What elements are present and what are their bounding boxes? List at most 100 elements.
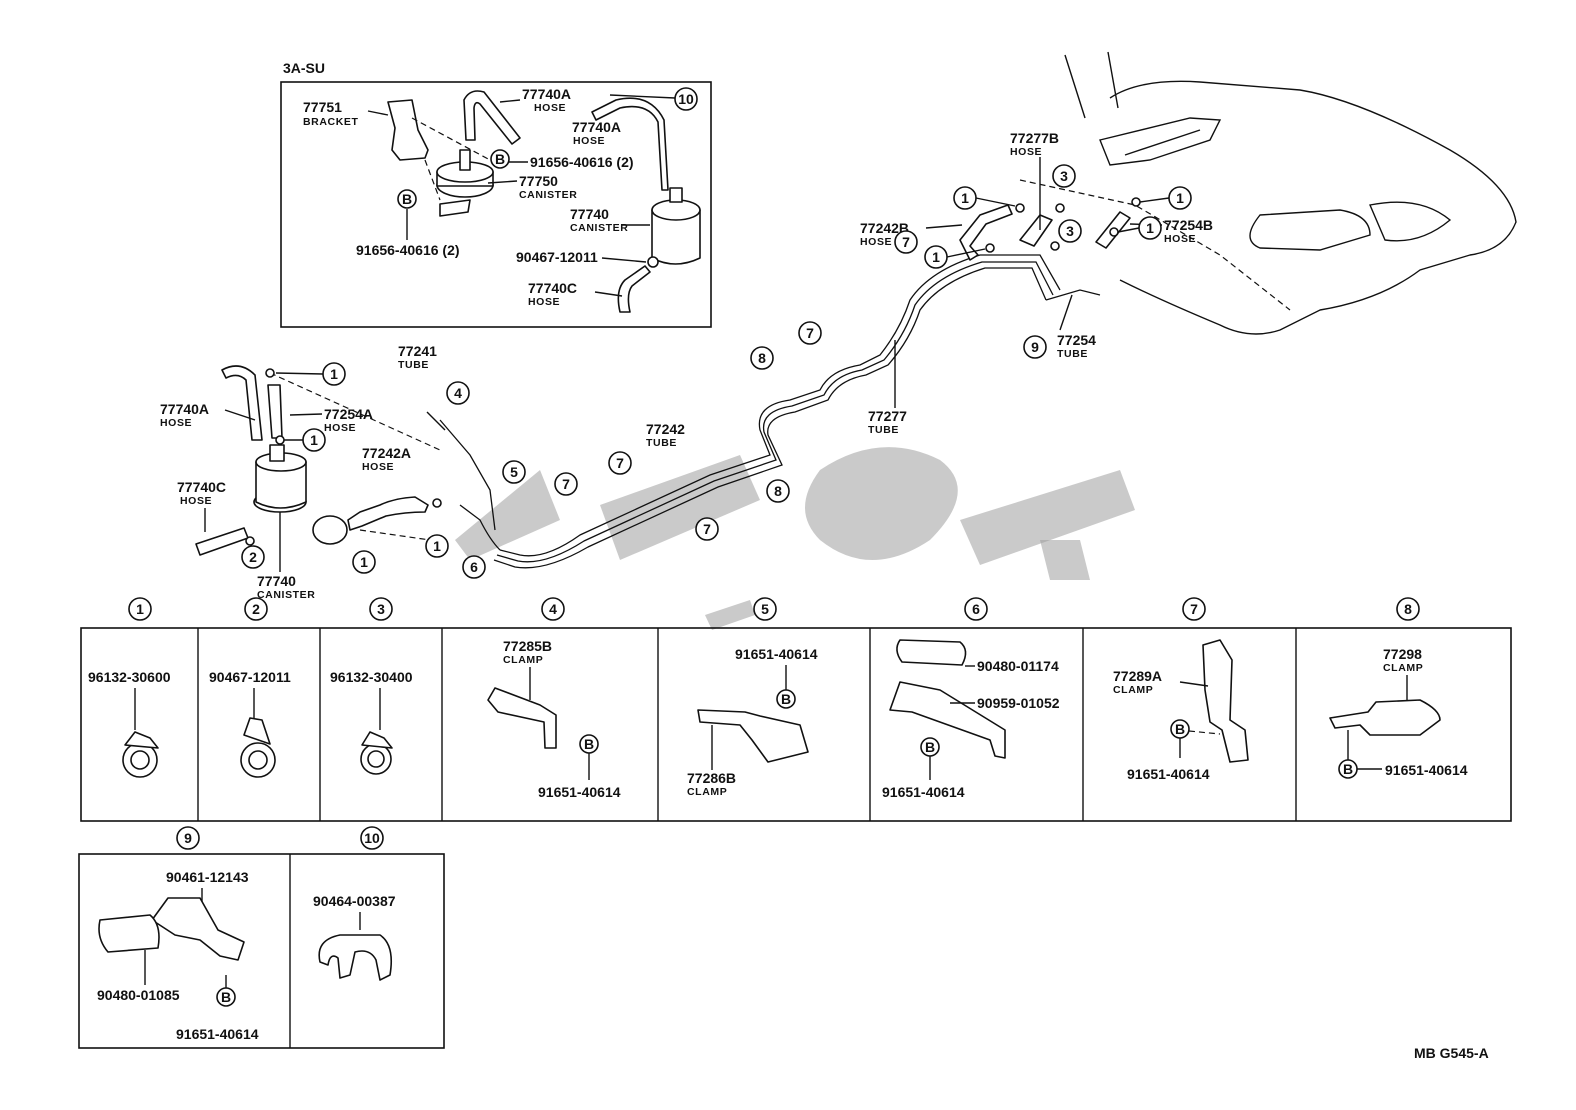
callout-7-icon: 7 — [695, 517, 719, 541]
svg-text:7: 7 — [562, 476, 570, 492]
callout-1-icon: 1 — [128, 597, 152, 621]
svg-text:TUBE: TUBE — [646, 437, 677, 449]
callout-3-icon: 3 — [1058, 219, 1082, 243]
inset-frame — [280, 81, 712, 328]
svg-text:B: B — [1175, 721, 1185, 737]
callout-4-icon: 4 — [541, 597, 565, 621]
svg-text:90464-00387: 90464-00387 — [313, 893, 396, 909]
svg-text:CANISTER: CANISTER — [570, 222, 628, 234]
main-diagram: 77740A HOSE 77254A HOSE 77740C HOSE 7774… — [160, 51, 1517, 601]
watermark-logo — [455, 447, 1135, 630]
svg-text:77277: 77277 — [868, 408, 907, 424]
svg-text:TUBE: TUBE — [1057, 348, 1088, 360]
callout-6-icon: 6 — [462, 555, 486, 579]
hose-part — [221, 365, 263, 441]
hose-part — [267, 384, 283, 439]
inset-3a-su: 3A-SU 77751 BRACKET 77740A HOSE 77740A H… — [280, 60, 712, 328]
callout-1-icon: 1 — [425, 534, 449, 558]
hose-part — [1019, 214, 1053, 247]
bolt-b-icon: B — [1338, 759, 1358, 779]
svg-text:77289A: 77289A — [1113, 668, 1162, 684]
svg-text:HOSE: HOSE — [860, 236, 892, 248]
svg-text:CANISTER: CANISTER — [519, 189, 577, 201]
clamp-part — [151, 897, 245, 961]
bolt-b-icon: B — [776, 689, 796, 709]
svg-text:77286B: 77286B — [687, 770, 736, 786]
bolt-b-icon: B — [216, 987, 236, 1007]
svg-text:B: B — [584, 736, 594, 752]
svg-text:HOSE: HOSE — [528, 296, 560, 308]
svg-text:96132-30600: 96132-30600 — [88, 669, 171, 685]
svg-text:7: 7 — [616, 455, 624, 471]
callout-5-icon: 5 — [753, 597, 777, 621]
svg-text:91651-40614: 91651-40614 — [882, 784, 965, 800]
svg-text:91651-40614: 91651-40614 — [735, 646, 818, 662]
svg-text:91656-40616 (2): 91656-40616 (2) — [530, 154, 634, 170]
inset-title: 3A-SU — [283, 60, 325, 76]
callout-1-icon: 1 — [302, 428, 326, 452]
svg-text:77277B: 77277B — [1010, 130, 1059, 146]
svg-text:6: 6 — [972, 601, 980, 617]
callout-1-icon: 1 — [352, 550, 376, 574]
detail-table-row-1: 1 2 3 4 5 6 7 8 96132-30600 90467-12011 … — [80, 597, 1512, 822]
svg-text:1: 1 — [932, 249, 940, 265]
svg-text:10: 10 — [678, 91, 694, 107]
clip-part — [318, 934, 393, 981]
svg-text:9: 9 — [184, 830, 192, 846]
svg-text:90480-01174: 90480-01174 — [977, 658, 1059, 674]
svg-text:77254B: 77254B — [1164, 217, 1213, 233]
bolt-b-icon: B — [579, 734, 599, 754]
hose-part — [959, 204, 1013, 261]
svg-text:7: 7 — [1190, 601, 1198, 617]
callout-8-icon: 8 — [766, 479, 790, 503]
svg-text:77740C: 77740C — [177, 479, 226, 495]
callout-5-icon: 5 — [502, 460, 526, 484]
svg-text:90959-01052: 90959-01052 — [977, 695, 1060, 711]
svg-text:3: 3 — [377, 601, 385, 617]
svg-text:90461-12143: 90461-12143 — [166, 869, 249, 885]
callout-1-icon: 1 — [1168, 186, 1192, 210]
callout-2-icon: 2 — [244, 597, 268, 621]
svg-text:5: 5 — [761, 601, 769, 617]
callout-7-icon: 7 — [554, 472, 578, 496]
svg-text:96132-30400: 96132-30400 — [330, 669, 413, 685]
callout-7-icon: 7 — [1182, 597, 1206, 621]
grommet-part — [896, 639, 967, 666]
bracket-part — [387, 99, 429, 161]
svg-text:CLAMP: CLAMP — [503, 654, 543, 666]
svg-text:7: 7 — [806, 325, 814, 341]
svg-text:10: 10 — [364, 830, 380, 846]
svg-text:77740A: 77740A — [572, 119, 621, 135]
svg-text:1: 1 — [961, 190, 969, 206]
hose-clamp-part — [360, 731, 393, 775]
hose-part — [591, 97, 669, 191]
svg-text:77740: 77740 — [257, 573, 296, 589]
svg-text:B: B — [1343, 761, 1353, 777]
svg-text:9: 9 — [1031, 339, 1039, 355]
svg-text:CLAMP: CLAMP — [687, 786, 727, 798]
fuel-tube-run — [439, 254, 1101, 569]
svg-text:77750: 77750 — [519, 173, 558, 189]
callout-2-icon: 2 — [241, 545, 265, 569]
callout-9-icon: 9 — [176, 826, 200, 850]
svg-text:HOSE: HOSE — [1010, 146, 1042, 158]
svg-text:77740A: 77740A — [522, 86, 571, 102]
hose-part — [347, 496, 429, 531]
callout-4-icon: 4 — [446, 381, 470, 405]
svg-text:TUBE: TUBE — [398, 359, 429, 371]
clamp-part — [1202, 639, 1249, 763]
svg-text:77740C: 77740C — [528, 280, 577, 296]
svg-text:B: B — [781, 691, 791, 707]
svg-text:1: 1 — [136, 601, 144, 617]
hose-part — [617, 265, 651, 313]
callout-10-icon: 10 — [360, 826, 384, 850]
svg-text:7: 7 — [703, 521, 711, 537]
callout-7-icon: 7 — [894, 230, 918, 254]
svg-text:TUBE: TUBE — [868, 424, 899, 436]
callout-3-icon: 3 — [369, 597, 393, 621]
svg-text:7: 7 — [902, 234, 910, 250]
svg-text:1: 1 — [330, 366, 338, 382]
svg-text:1: 1 — [310, 432, 318, 448]
svg-text:HOSE: HOSE — [180, 495, 212, 507]
clamp-part — [1329, 699, 1441, 736]
